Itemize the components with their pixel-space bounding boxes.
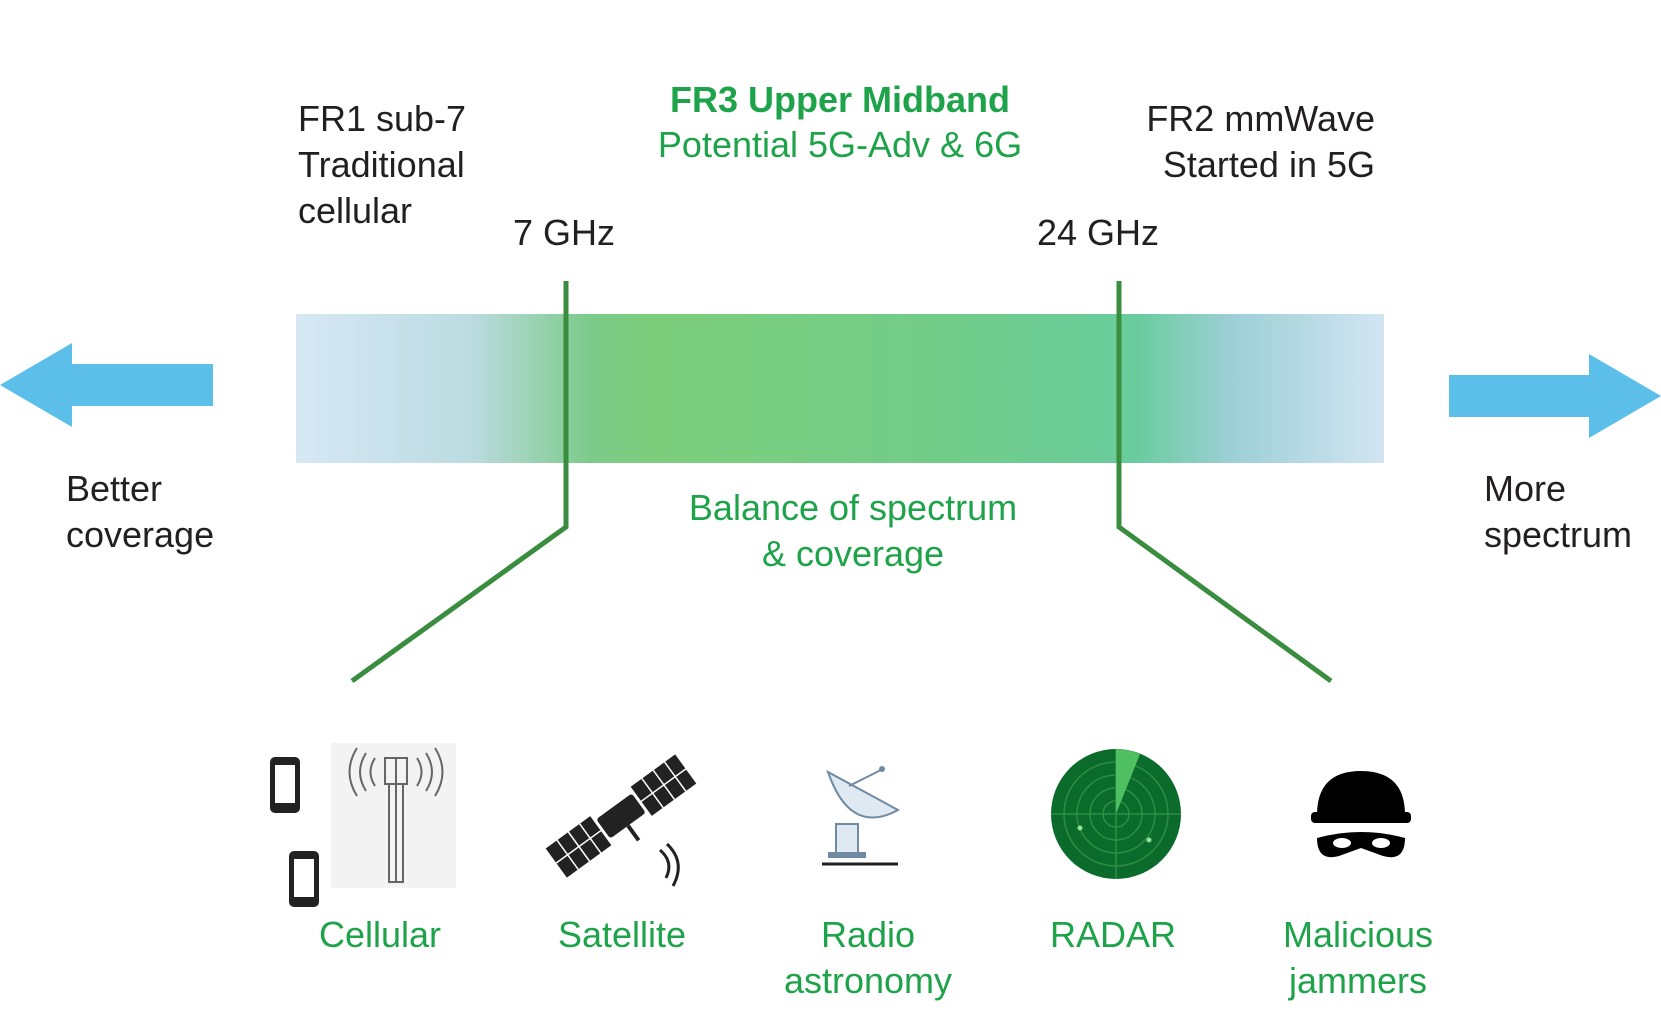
marker-7ghz-line	[350, 281, 569, 684]
satellite-icon	[545, 754, 697, 878]
fr1-label: FR1 sub-7 Traditional cellular	[298, 98, 467, 231]
incumbent-label-radar: RADAR	[1049, 914, 1177, 955]
right-arrow-icon	[1449, 354, 1661, 438]
balance-label: Balance of spectrum & coverage	[688, 487, 1018, 574]
left-arrow-icon	[0, 343, 213, 427]
more-spectrum-label: More spectrum	[1484, 468, 1633, 555]
incumbent-label-satellite: Satellite	[557, 914, 687, 955]
incumbent-label-cellular: Cellular	[318, 914, 442, 955]
marker-24ghz-label: 24 GHz	[1037, 212, 1160, 253]
incumbent-label-radio-astronomy: Radio astronomy	[783, 914, 953, 1001]
satellite-signal-icon	[658, 842, 680, 887]
marker-7ghz-label: 7 GHz	[513, 212, 616, 253]
fr2-label: FR2 mmWave Started in 5G	[1146, 98, 1375, 185]
radar-icon	[1051, 749, 1181, 879]
masked-jammer-icon	[1311, 771, 1411, 858]
radio-telescope-icon	[822, 766, 901, 866]
cellular-tower-phones-icon	[270, 743, 456, 907]
fr3-title: FR3 Upper Midband	[670, 79, 1010, 120]
spectrum-band	[296, 314, 1384, 463]
marker-24ghz-line	[1116, 281, 1333, 684]
fr3-subtitle: Potential 5G-Adv & 6G	[657, 124, 1023, 165]
incumbent-label-jammers: Malicious jammers	[1282, 914, 1434, 1001]
better-coverage-label: Better coverage	[66, 468, 215, 555]
